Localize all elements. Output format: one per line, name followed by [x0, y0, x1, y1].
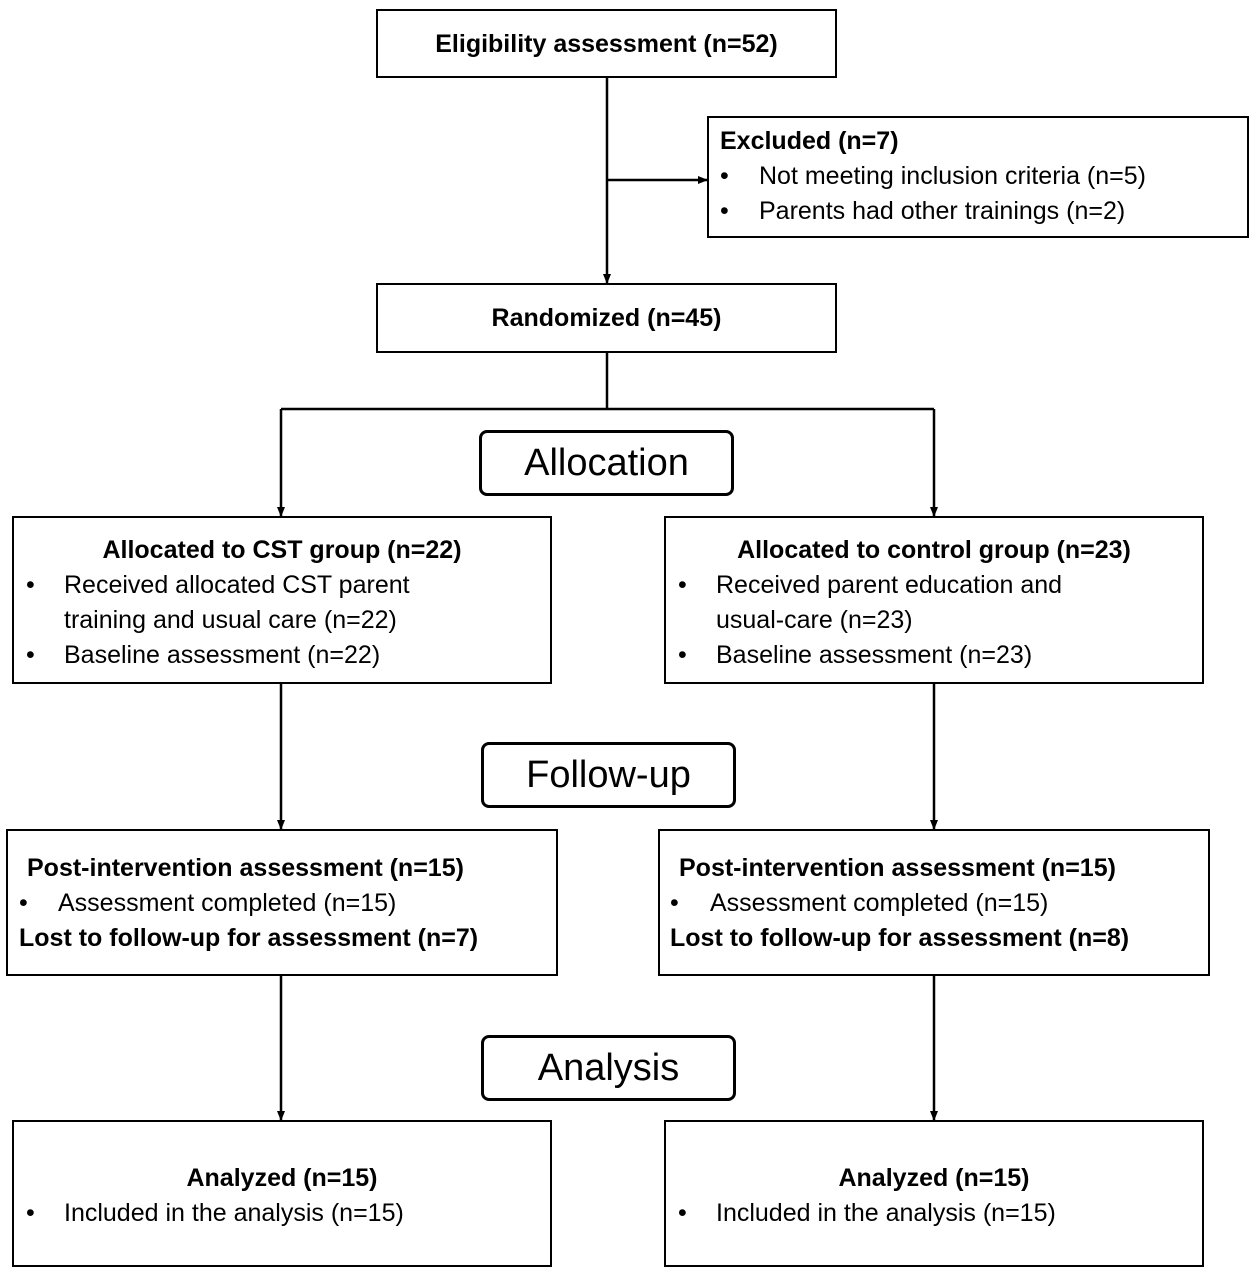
control-post-item-label: Assessment completed (n=15): [710, 889, 1049, 917]
bullet-icon: •: [678, 641, 687, 669]
eligibility-title: Eligibility assessment (n=52): [435, 30, 778, 58]
cst-analyzed-item: • Included in the analysis (n=15): [14, 1196, 550, 1231]
excluded-title: Excluded (n=7): [720, 127, 899, 155]
bullet-icon: •: [19, 889, 28, 917]
cst-allocated-item-label: training and usual care (n=22): [64, 606, 397, 634]
control-allocated-item: • Baseline assessment (n=23): [666, 638, 1202, 673]
cst-post-item: • Assessment completed (n=15): [19, 886, 556, 921]
bullet-icon: •: [720, 197, 729, 225]
stage-label-analysis: Analysis: [481, 1035, 736, 1101]
control-analyzed-box: Analyzed (n=15) • Included in the analys…: [664, 1120, 1204, 1267]
excluded-item: • Not meeting inclusion criteria (n=5): [720, 159, 1247, 194]
control-allocated-item-label: usual-care (n=23): [716, 606, 913, 634]
excluded-item: • Parents had other trainings (n=2): [720, 194, 1247, 229]
cst-allocated-item-label: Baseline assessment (n=22): [64, 641, 381, 669]
control-post-title: Post-intervention assessment (n=15): [679, 854, 1116, 882]
cst-allocated-item: • Received allocated CST parent: [14, 568, 550, 603]
control-post-item: • Assessment completed (n=15): [670, 886, 1208, 921]
stage-label-allocation: Allocation: [479, 430, 734, 496]
bullet-icon: •: [670, 889, 679, 917]
control-allocated-item-label: Received parent education and: [716, 571, 1063, 599]
eligibility-box: Eligibility assessment (n=52): [376, 9, 837, 78]
control-allocated-item-continued: usual-care (n=23): [666, 603, 1202, 638]
bullet-icon: •: [678, 1199, 687, 1227]
cst-post-lost: Lost to follow-up for assessment (n=7): [19, 924, 479, 952]
cst-analyzed-title: Analyzed (n=15): [186, 1164, 378, 1192]
control-allocated-item-label: Baseline assessment (n=23): [716, 641, 1033, 669]
control-allocated-box: Allocated to control group (n=23) • Rece…: [664, 516, 1204, 684]
cst-allocated-item-continued: training and usual care (n=22): [14, 603, 550, 638]
excluded-item-label: Parents had other trainings (n=2): [759, 197, 1126, 225]
cst-allocated-box: Allocated to CST group (n=22) • Received…: [12, 516, 552, 684]
bullet-icon: •: [26, 641, 35, 669]
cst-allocated-title: Allocated to CST group (n=22): [102, 536, 462, 564]
cst-analyzed-box: Analyzed (n=15) • Included in the analys…: [12, 1120, 552, 1267]
control-analyzed-item-label: Included in the analysis (n=15): [716, 1199, 1056, 1227]
control-analyzed-item: • Included in the analysis (n=15): [666, 1196, 1202, 1231]
cst-allocated-item-label: Received allocated CST parent: [64, 571, 410, 599]
control-allocated-title: Allocated to control group (n=23): [737, 536, 1131, 564]
excluded-item-label: Not meeting inclusion criteria (n=5): [759, 162, 1146, 190]
stage-label-follow-up: Follow-up: [481, 742, 736, 808]
control-analyzed-title: Analyzed (n=15): [838, 1164, 1030, 1192]
control-post-lost: Lost to follow-up for assessment (n=8): [670, 924, 1130, 952]
excluded-box: Excluded (n=7) • Not meeting inclusion c…: [707, 116, 1249, 238]
cst-analyzed-item-label: Included in the analysis (n=15): [64, 1199, 404, 1227]
cst-post-title: Post-intervention assessment (n=15): [27, 854, 464, 882]
cst-post-intervention-box: Post-intervention assessment (n=15) • As…: [6, 829, 558, 976]
randomized-box: Randomized (n=45): [376, 283, 837, 353]
bullet-icon: •: [720, 162, 729, 190]
control-allocated-item: • Received parent education and: [666, 568, 1202, 603]
control-post-intervention-box: Post-intervention assessment (n=15) • As…: [658, 829, 1210, 976]
bullet-icon: •: [26, 571, 35, 599]
cst-allocated-item: • Baseline assessment (n=22): [14, 638, 550, 673]
bullet-icon: •: [678, 571, 687, 599]
bullet-icon: •: [26, 1199, 35, 1227]
cst-post-item-label: Assessment completed (n=15): [58, 889, 397, 917]
randomized-title: Randomized (n=45): [491, 304, 722, 332]
